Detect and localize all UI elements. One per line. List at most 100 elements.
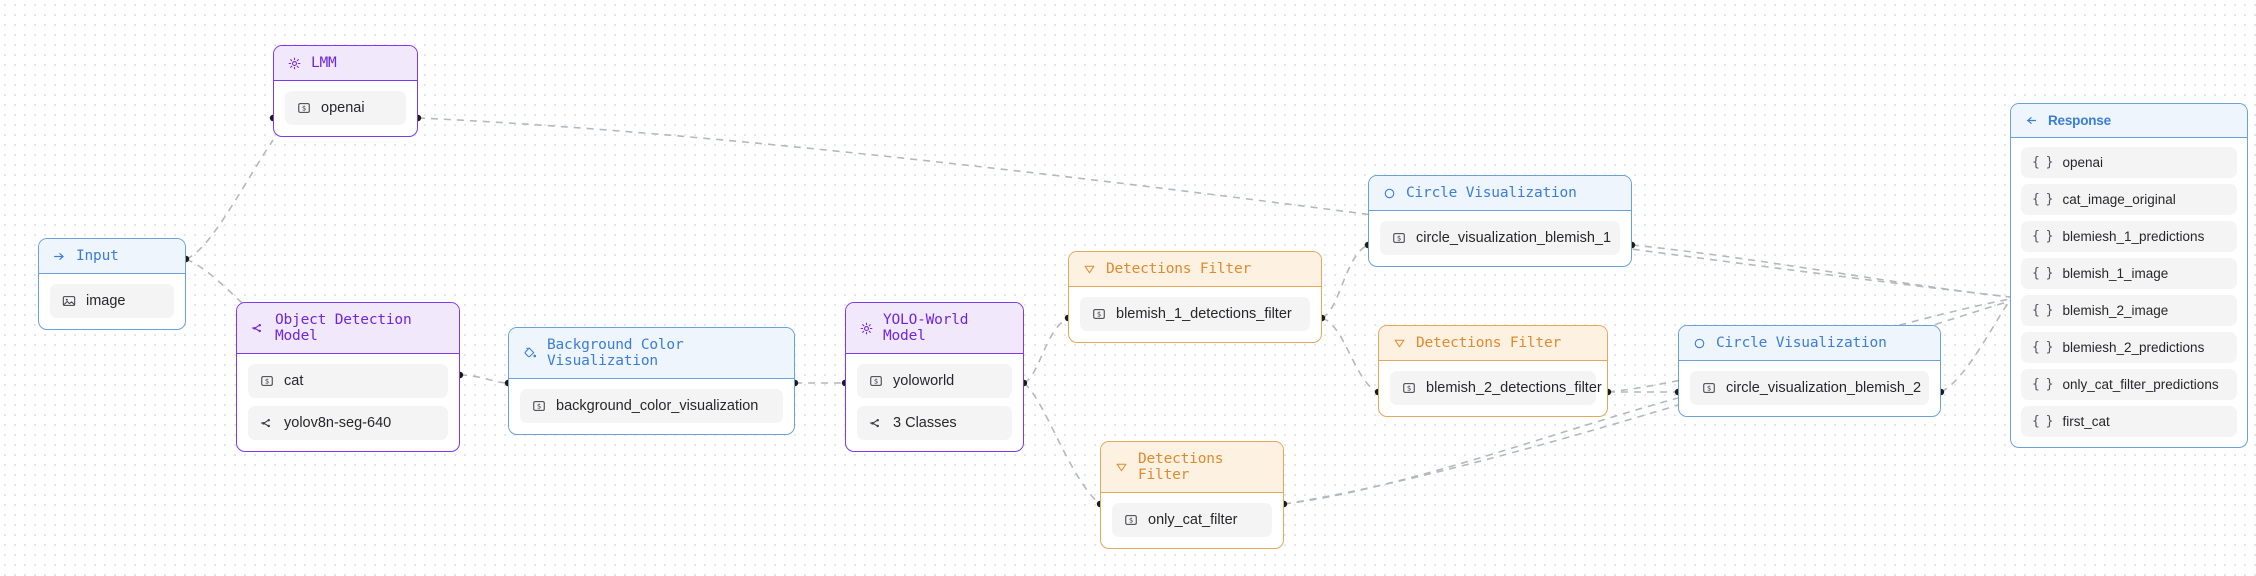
- svg-text:$: $: [1097, 311, 1101, 319]
- row-circle-visualization-blemish-1[interactable]: $ circle_visualization_blemish_1: [1380, 221, 1620, 255]
- model-graph-icon: [869, 416, 883, 430]
- node-circle-visualization-1[interactable]: Circle Visualization $ circle_visualizat…: [1368, 175, 1632, 267]
- row-label: blemish_1_detections_filter: [1116, 306, 1292, 322]
- row-label: yoloworld: [893, 373, 955, 389]
- node-detections-filter-2[interactable]: Detections Filter $ blemish_2_detections…: [1378, 325, 1608, 417]
- row-label: blemiesh_2_predictions: [2062, 340, 2205, 355]
- row-model-weights[interactable]: yolov8n-seg-640: [248, 406, 448, 440]
- string-icon: $: [1702, 381, 1716, 395]
- response-row[interactable]: { } blemiesh_2_predictions: [2021, 332, 2237, 363]
- response-row[interactable]: { } only_cat_filter_predictions: [2021, 369, 2237, 400]
- response-row[interactable]: { }openai: [2021, 147, 2237, 178]
- response-row[interactable]: { } blemish_1_image: [2021, 258, 2237, 289]
- row-label: blemish_1_image: [2062, 266, 2169, 281]
- paint-bucket-icon: [523, 346, 537, 360]
- node-detections-filter-3[interactable]: Detections Filter $ only_cat_filter: [1100, 441, 1284, 549]
- gear-icon: [288, 57, 301, 70]
- svg-text:$: $: [1129, 517, 1133, 525]
- row-image[interactable]: image: [50, 284, 174, 318]
- node-title: Input: [76, 248, 119, 264]
- string-icon: $: [869, 374, 883, 388]
- response-row[interactable]: { }blemiesh_1_predictions: [2021, 221, 2237, 252]
- image-icon: [62, 294, 76, 308]
- row-blemish-2-detections-filter[interactable]: $ blemish_2_detections_filter: [1390, 371, 1602, 405]
- row-classes[interactable]: 3 Classes: [857, 406, 1012, 440]
- row-circle-visualization-blemish-2[interactable]: $ circle_visualization_blemish_2: [1690, 371, 1929, 405]
- node-title: Circle Visualization: [1406, 185, 1577, 201]
- node-title: Detections Filter: [1106, 261, 1252, 277]
- row-only-cat-filter[interactable]: $ only_cat_filter: [1112, 503, 1272, 537]
- node-response-body: { }openai { }cat_image_original { }blemi…: [2011, 138, 2247, 447]
- row-label: blemish_2_image: [2062, 303, 2169, 318]
- row-label: only_cat_filter_predictions: [2062, 377, 2219, 392]
- row-openai[interactable]: $ openai: [285, 91, 406, 125]
- node-title: Background Color Visualization: [547, 337, 684, 369]
- node-title: Object Detection Model: [275, 312, 412, 344]
- node-circle-visualization-2[interactable]: Circle Visualization $ circle_visualizat…: [1678, 325, 1941, 417]
- funnel-icon: [1393, 337, 1406, 350]
- node-lmm-header: LMM: [274, 46, 417, 81]
- node-circle-visualization-1-body: $ circle_visualization_blemish_1: [1369, 211, 1631, 266]
- node-yolo-world-header: YOLO-World Model: [846, 303, 1023, 354]
- response-row[interactable]: { } first_cat: [2021, 406, 2237, 437]
- string-icon: $: [297, 101, 311, 115]
- response-row[interactable]: { }cat_image_original: [2021, 184, 2237, 215]
- circle-icon: [1693, 337, 1706, 350]
- braces-icon: { }: [2032, 377, 2054, 392]
- node-yolo-world-body: $ yoloworld 3 Classes: [846, 354, 1023, 451]
- braces-icon: { }: [2032, 192, 2054, 207]
- response-row[interactable]: { }blemish_2_image: [2021, 295, 2237, 326]
- string-icon: $: [260, 374, 274, 388]
- node-title: Detections Filter: [1138, 451, 1224, 483]
- braces-icon: { }: [2032, 414, 2054, 429]
- node-lmm-body: $ openai: [274, 81, 417, 136]
- svg-text:$: $: [874, 378, 878, 386]
- string-icon: $: [1124, 513, 1138, 527]
- funnel-icon: [1115, 461, 1128, 474]
- node-background-color-body: $ background_color_visualization: [509, 379, 794, 434]
- node-background-color-visualization[interactable]: Background Color Visualization $ backgro…: [508, 327, 795, 435]
- node-object-detection-model[interactable]: Object Detection Model $ cat yolov8n-seg…: [236, 302, 460, 452]
- string-icon: $: [1392, 231, 1406, 245]
- row-blemish-1-detections-filter[interactable]: $ blemish_1_detections_filter: [1080, 297, 1310, 331]
- model-graph-icon: [251, 321, 265, 335]
- node-detections-filter-1-body: $ blemish_1_detections_filter: [1069, 287, 1321, 342]
- node-lmm[interactable]: LMM $ openai: [273, 45, 418, 137]
- row-label: openai: [321, 100, 365, 116]
- row-label: blemiesh_1_predictions: [2062, 229, 2205, 244]
- node-input[interactable]: Input image: [38, 238, 186, 330]
- row-cat[interactable]: $ cat: [248, 364, 448, 398]
- row-label: blemish_2_detections_filter: [1426, 380, 1602, 396]
- svg-text:$: $: [1707, 385, 1711, 393]
- node-detections-filter-3-header: Detections Filter: [1101, 442, 1283, 493]
- circle-icon: [1383, 187, 1396, 200]
- node-detections-filter-1-header: Detections Filter: [1069, 252, 1321, 287]
- node-title: LMM: [311, 55, 337, 71]
- node-detections-filter-1[interactable]: Detections Filter $ blemish_1_detections…: [1068, 251, 1322, 343]
- node-yolo-world-model[interactable]: YOLO-World Model $ yoloworld 3 Classes: [845, 302, 1024, 452]
- node-object-detection-header: Object Detection Model: [237, 303, 459, 354]
- row-label: first_cat: [2062, 414, 2110, 429]
- braces-icon: { }: [2032, 266, 2054, 281]
- svg-text:$: $: [1407, 385, 1411, 393]
- node-circle-visualization-2-body: $ circle_visualization_blemish_2: [1679, 361, 1940, 416]
- braces-icon: { }: [2032, 340, 2054, 355]
- string-icon: $: [1402, 381, 1416, 395]
- svg-text:$: $: [1397, 235, 1401, 243]
- node-input-header: Input: [39, 239, 185, 274]
- node-response-header: Response: [2011, 104, 2247, 138]
- node-response[interactable]: Response { }openai { }cat_image_original…: [2010, 103, 2248, 448]
- node-circle-visualization-1-header: Circle Visualization: [1369, 176, 1631, 211]
- row-label: background_color_visualization: [556, 398, 759, 414]
- gear-icon: [860, 322, 873, 335]
- string-icon: $: [532, 399, 546, 413]
- row-yoloworld[interactable]: $ yoloworld: [857, 364, 1012, 398]
- arrow-right-icon: [53, 250, 66, 263]
- node-object-detection-body: $ cat yolov8n-seg-640: [237, 354, 459, 451]
- row-background-color-visualization[interactable]: $ background_color_visualization: [520, 389, 783, 423]
- braces-icon: { }: [2032, 155, 2054, 170]
- svg-text:$: $: [302, 105, 306, 113]
- node-detections-filter-3-body: $ only_cat_filter: [1101, 493, 1283, 548]
- row-label: only_cat_filter: [1148, 512, 1238, 528]
